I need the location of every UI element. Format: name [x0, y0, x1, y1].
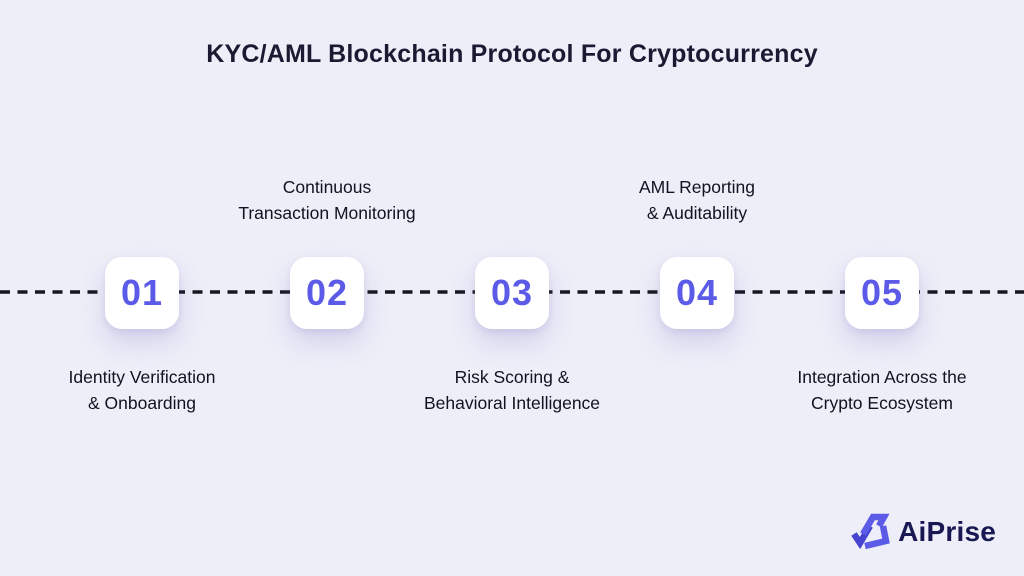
step-card-1: 01	[105, 257, 179, 329]
step-label-line: Transaction Monitoring	[238, 203, 416, 223]
step-number: 05	[860, 272, 904, 313]
step-label-line: AML Reporting	[638, 177, 756, 197]
step-label-line: Behavioral Intelligence	[423, 393, 601, 413]
aiprise-triangle-check-icon	[851, 513, 890, 550]
step-number: 04	[675, 272, 719, 313]
step-label-line: Identity Verification	[68, 367, 216, 387]
page-title: KYC/AML Blockchain Protocol For Cryptocu…	[206, 40, 818, 68]
step-card-5: 05	[845, 257, 919, 329]
step-card-2: 02	[290, 257, 364, 329]
step-card-3: 03	[475, 257, 549, 329]
step-label-line: Continuous	[282, 177, 372, 197]
step-label-5: Integration Across the Crypto Ecosystem	[742, 364, 1022, 416]
step-number: 03	[490, 272, 534, 313]
step-label-2: Continuous Transaction Monitoring	[187, 174, 467, 226]
step-label-3: Risk Scoring & Behavioral Intelligence	[372, 364, 652, 416]
step-number: 01	[120, 272, 164, 313]
step-label-line: & Onboarding	[88, 393, 196, 413]
step-label-1: Identity Verification & Onboarding	[2, 364, 282, 416]
step-label-4: AML Reporting & Auditability	[557, 174, 837, 226]
step-label-line: & Auditability	[646, 203, 748, 223]
step-card-4: 04	[660, 257, 734, 329]
step-label-line: Risk Scoring &	[454, 367, 570, 387]
aiprise-logo: AiPrise	[851, 510, 996, 554]
logo-wordmark: AiPrise	[898, 516, 996, 547]
step-label-line: Integration Across the	[797, 367, 967, 387]
step-label-line: Crypto Ecosystem	[811, 393, 953, 413]
step-number: 02	[305, 272, 349, 313]
